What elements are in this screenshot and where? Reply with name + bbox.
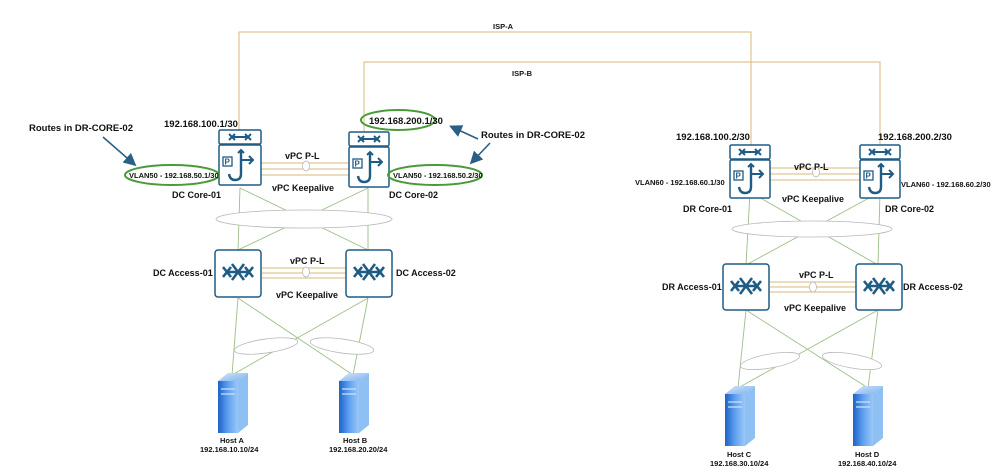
dc-core-access-links (215, 187, 393, 251)
host-a-server[interactable] (218, 373, 248, 433)
dc-core-02-vlan-ip: VLAN50 - 192.168.50.2/30 (393, 171, 483, 180)
layer3-switch-icon: P (218, 129, 262, 186)
server-icon (725, 386, 755, 446)
dr-core-01-vlan-ip: VLAN60 - 192.168.60.1/30 (635, 178, 725, 187)
layer2-switch-icon (345, 249, 393, 298)
routes-right-annotation: Routes in DR-CORE-02 (481, 130, 585, 141)
host-c-ip: 192.168.30.10/24 (710, 459, 769, 468)
dc-access-vpc-pl-label: vPC P-L (290, 256, 325, 266)
dr-access-01-switch[interactable] (722, 263, 770, 311)
host-a-name: Host A (220, 436, 244, 445)
host-d-server[interactable] (853, 386, 883, 446)
dc-access-01-label: DC Access-01 (153, 268, 213, 278)
dr-access-02-label: DR Access-02 (903, 282, 963, 292)
dr-core-02-label: DR Core-02 (885, 204, 934, 214)
dc-core-peer-links (260, 160, 350, 176)
isp-b-link (363, 61, 881, 145)
dc-core-01-switch[interactable]: P (218, 129, 262, 186)
svg-text:P: P (736, 172, 742, 181)
routes-right-arrow-bottom (469, 142, 491, 165)
dr-core-01-switch[interactable]: P (729, 144, 771, 199)
host-b-server[interactable] (339, 373, 369, 433)
host-a-ip: 192.168.10.10/24 (200, 445, 259, 454)
dc-access-02-switch[interactable] (345, 249, 393, 298)
dr-core-access-links (731, 191, 893, 266)
host-b-name: Host B (343, 436, 368, 445)
dc-access-02-label: DC Access-02 (396, 268, 456, 278)
dr-core-02-switch[interactable]: P (859, 144, 901, 199)
layer3-switch-icon: P (859, 144, 901, 199)
dr-core-01-label: DR Core-01 (683, 204, 732, 214)
dc-core-02-vlan-highlight (387, 164, 483, 186)
isp-a-link (238, 31, 752, 145)
dc-core-02-wan-highlight (360, 109, 436, 131)
dr-core-peer-links (770, 166, 862, 181)
svg-text:P: P (225, 158, 231, 167)
layer2-switch-icon (214, 249, 262, 298)
dr-access-host-links (737, 309, 882, 389)
host-d-name: Host D (855, 450, 880, 459)
routes-left-annotation: Routes in DR-CORE-02 (29, 123, 133, 134)
dc-access-01-switch[interactable] (214, 249, 262, 298)
host-d-ip: 192.168.40.10/24 (838, 459, 897, 468)
dr-access-vpc-pl-label: vPC P-L (799, 270, 834, 280)
host-c-name: Host C (727, 450, 752, 459)
dr-access-peer-links (770, 281, 856, 293)
dc-core-01-wan-ip: 192.168.100.1/30 (164, 119, 238, 130)
dc-core-01-vlan-ip: VLAN50 - 192.168.50.1/30 (129, 171, 219, 180)
dc-access-host-links (231, 297, 375, 376)
dc-core-02-wan-ip: 192.168.200.1/30 (369, 116, 443, 127)
server-icon (339, 373, 369, 433)
dc-core-01-label: DC Core-01 (172, 190, 221, 200)
dc-access-vpc-keepalive-label: vPC Keepalive (276, 290, 338, 300)
routes-left-arrow (102, 136, 137, 167)
isp-b-label: ISP-B (512, 69, 533, 78)
host-b-ip: 192.168.20.20/24 (329, 445, 388, 454)
server-icon (853, 386, 883, 446)
dr-core-01-wan-ip: 192.168.100.2/30 (676, 132, 750, 143)
dr-core-vpc-pl-label: vPC P-L (794, 162, 829, 172)
layer2-switch-icon (855, 263, 903, 311)
host-c-server[interactable] (725, 386, 755, 446)
routes-right-arrow-top (449, 125, 479, 140)
dr-core-vpc-keepalive-label: vPC Keepalive (782, 194, 844, 204)
svg-text:P: P (355, 160, 361, 169)
dc-core-vpc-keepalive-label: vPC Keepalive (272, 183, 334, 193)
dr-access-vpc-keepalive-label: vPC Keepalive (784, 303, 846, 313)
isp-a-label: ISP-A (493, 22, 514, 31)
layer3-switch-icon: P (348, 131, 390, 188)
dc-core-02-label: DC Core-02 (389, 190, 438, 200)
dr-core-02-vlan-ip: VLAN60 - 192.168.60.2/30 (901, 180, 991, 189)
layer2-switch-icon (722, 263, 770, 311)
dc-access-peer-links (262, 266, 346, 279)
dc-core-vpc-pl-label: vPC P-L (285, 151, 320, 161)
dr-access-01-label: DR Access-01 (662, 282, 722, 292)
dr-core-02-wan-ip: 192.168.200.2/30 (878, 132, 952, 143)
server-icon (218, 373, 248, 433)
dr-access-02-switch[interactable] (855, 263, 903, 311)
layer3-switch-icon: P (729, 144, 771, 199)
dc-core-01-vlan-highlight (124, 164, 220, 186)
dc-core-02-switch[interactable]: P (348, 131, 390, 188)
svg-text:P: P (866, 172, 872, 181)
